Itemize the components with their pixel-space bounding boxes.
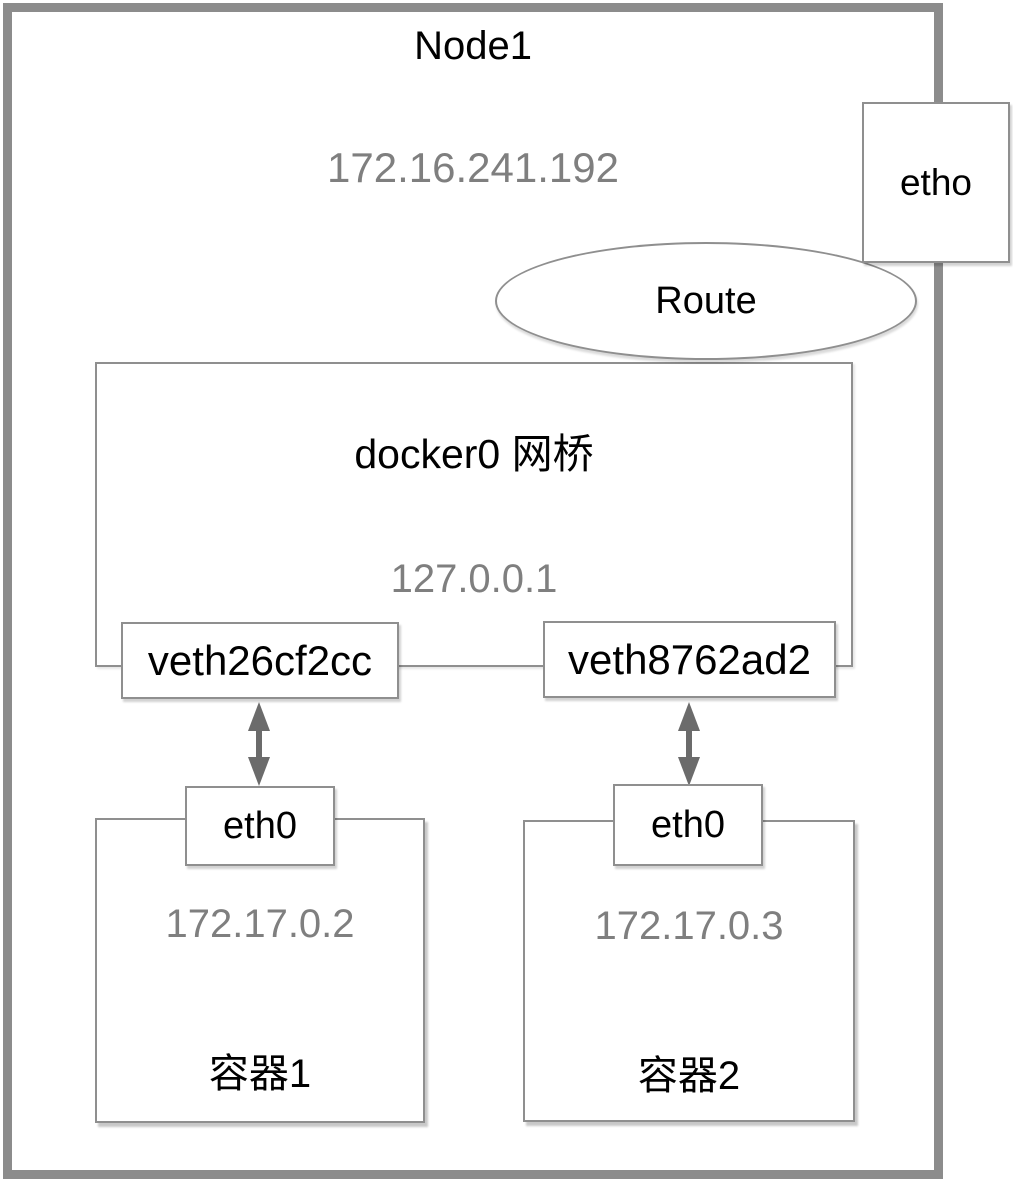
docker0-bridge-box: docker0 网桥 127.0.0.1 (95, 362, 853, 667)
container-2-eth0-box: eth0 (613, 784, 763, 866)
veth-endpoint-label-1: veth26cf2cc (147, 636, 373, 684)
bridge-ip-address: 127.0.0.1 (390, 557, 558, 601)
node1-host-box (3, 3, 943, 1179)
route-label: Route (655, 279, 757, 322)
route-ellipse: Route (495, 242, 917, 360)
bidirectional-arrow-icon (674, 702, 704, 786)
container-1-name: 容器1 (208, 1052, 312, 1096)
node-title: Node1 (414, 24, 532, 68)
bridge-label: docker0 网桥 (354, 431, 594, 477)
container-2-eth0-label: eth0 (651, 803, 725, 846)
container-2-box: 172.17.0.3 容器2 (523, 820, 855, 1122)
container-1-eth0-label: eth0 (223, 804, 297, 847)
container-1-box: 172.17.0.2 容器1 (95, 818, 425, 1123)
veth-endpoint-box-1: veth26cf2cc (121, 622, 399, 699)
node-ip-address: 172.16.241.192 (327, 144, 619, 191)
container-2-name: 容器2 (637, 1054, 741, 1098)
veth-endpoint-box-2: veth8762ad2 (543, 621, 836, 698)
container-2-ip: 172.17.0.3 (594, 904, 784, 948)
host-eth-interface-box: etho (862, 102, 1010, 263)
host-eth-interface-label: etho (899, 161, 972, 203)
veth-endpoint-label-2: veth8762ad2 (568, 635, 811, 683)
container-1-ip: 172.17.0.2 (165, 902, 355, 946)
bidirectional-arrow-icon (244, 702, 274, 786)
container-1-eth0-box: eth0 (185, 786, 335, 866)
